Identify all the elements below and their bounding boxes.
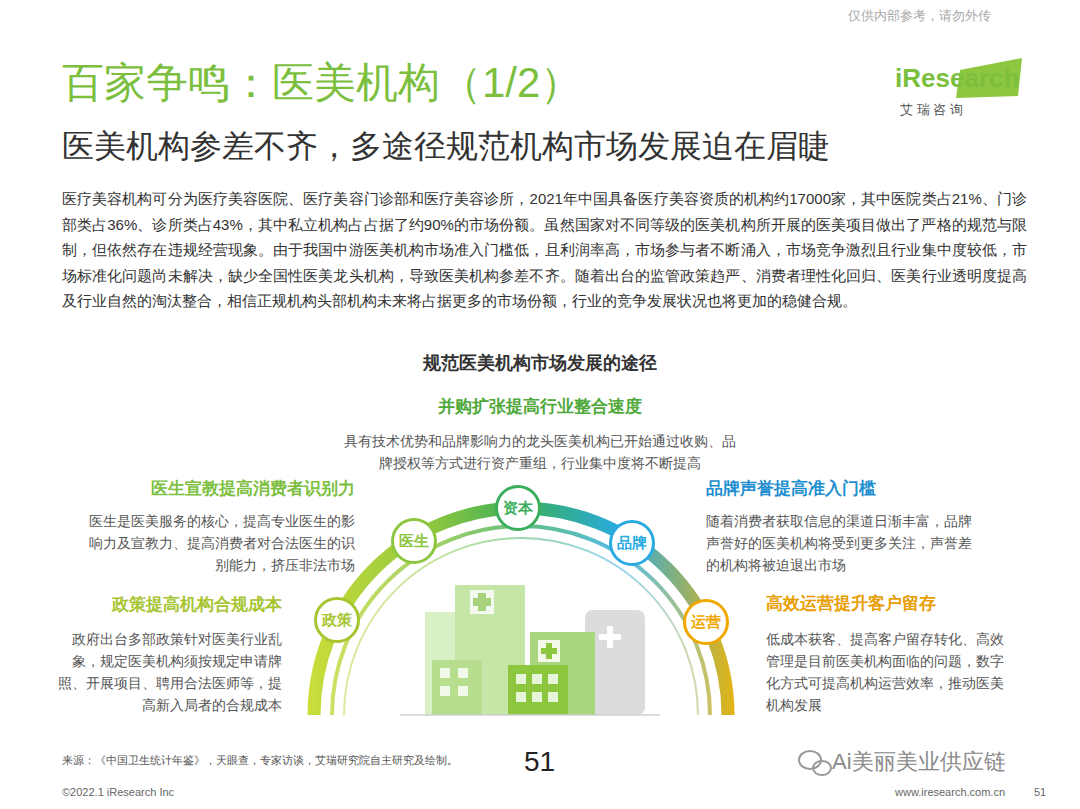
circle-label: 资本: [503, 499, 533, 518]
callout-body: 随着消费者获取信息的渠道日渐丰富，品牌声誉好的医美机构将受到更多关注，声誉差的机…: [706, 510, 974, 576]
page-number-small: 51: [1034, 786, 1046, 800]
page-number: 51: [524, 744, 555, 779]
callout-body: 低成本获客、提高客户留存转化、高效管理是目前医美机构面临的问题，数字化方式可提高…: [766, 628, 1006, 716]
arch-circle: 品牌: [609, 520, 655, 566]
slide-title: 百家争鸣：医美机构（1/2）: [62, 58, 582, 108]
callout-heading: 并购扩张提高行业整合速度: [438, 396, 642, 417]
arch-circle: 资本: [495, 485, 541, 531]
circle-label: 运营: [691, 613, 721, 632]
callout-body: 医生是医美服务的核心，提高专业医生的影响力及宣教力、提高消费者对合法医生的识别能…: [88, 510, 355, 576]
callout-heading: 医生宣教提高消费者识别力: [151, 478, 355, 499]
arch-circle: 运营: [683, 599, 729, 645]
arch-circle: 政策: [314, 597, 360, 643]
diagram-heading: 规范医美机构市场发展的途径: [423, 352, 657, 375]
hospital-buildings: [400, 585, 660, 715]
callout-heading: 政策提高机构合规成本: [112, 594, 282, 615]
website: www.iresearch.com.cn: [895, 786, 1005, 800]
callout-heading: 品牌声誉提高准入门槛: [706, 478, 876, 499]
arch-inner-line: [344, 538, 698, 715]
arch-circle: 医生: [391, 518, 437, 564]
intro-paragraph: 医疗美容机构可分为医疗美容医院、医疗美容门诊部和医疗美容诊所，2021年中国具备…: [62, 186, 1027, 314]
callout-heading: 高效运营提升客户留存: [766, 593, 936, 614]
circle-label: 政策: [322, 611, 352, 630]
wechat-watermark: Ai美丽美业供应链: [832, 748, 1006, 776]
source-note: 来源：《中国卫生统计年鉴》，天眼查，专家访谈，艾瑞研究院自主研究及绘制。: [62, 754, 458, 768]
wechat-icon: [799, 751, 831, 775]
logo-subtitle: 艾 瑞 咨 询: [900, 102, 963, 118]
circle-label: 医生: [399, 532, 429, 551]
callout-body: 政府出台多部政策针对医美行业乱象，规定医美机构须按规定申请牌照、开展项目、聘用合…: [48, 628, 282, 716]
callout-body: 具有技术优势和品牌影响力的龙头医美机构已开始通过收购、品牌授权等方式进行资产重组…: [340, 430, 740, 474]
slide-subtitle: 医美机构参差不齐，多途径规范机构市场发展迫在眉睫: [62, 126, 830, 166]
watermark-note: 仅供内部参考，请勿外传: [848, 8, 991, 24]
logo-text: iResearch: [895, 62, 1019, 95]
copyright: ©2022.1 iResearch Inc: [62, 786, 174, 800]
arch-band: [314, 508, 728, 715]
arch-inner-band: [332, 526, 710, 715]
circle-label: 品牌: [617, 534, 647, 553]
